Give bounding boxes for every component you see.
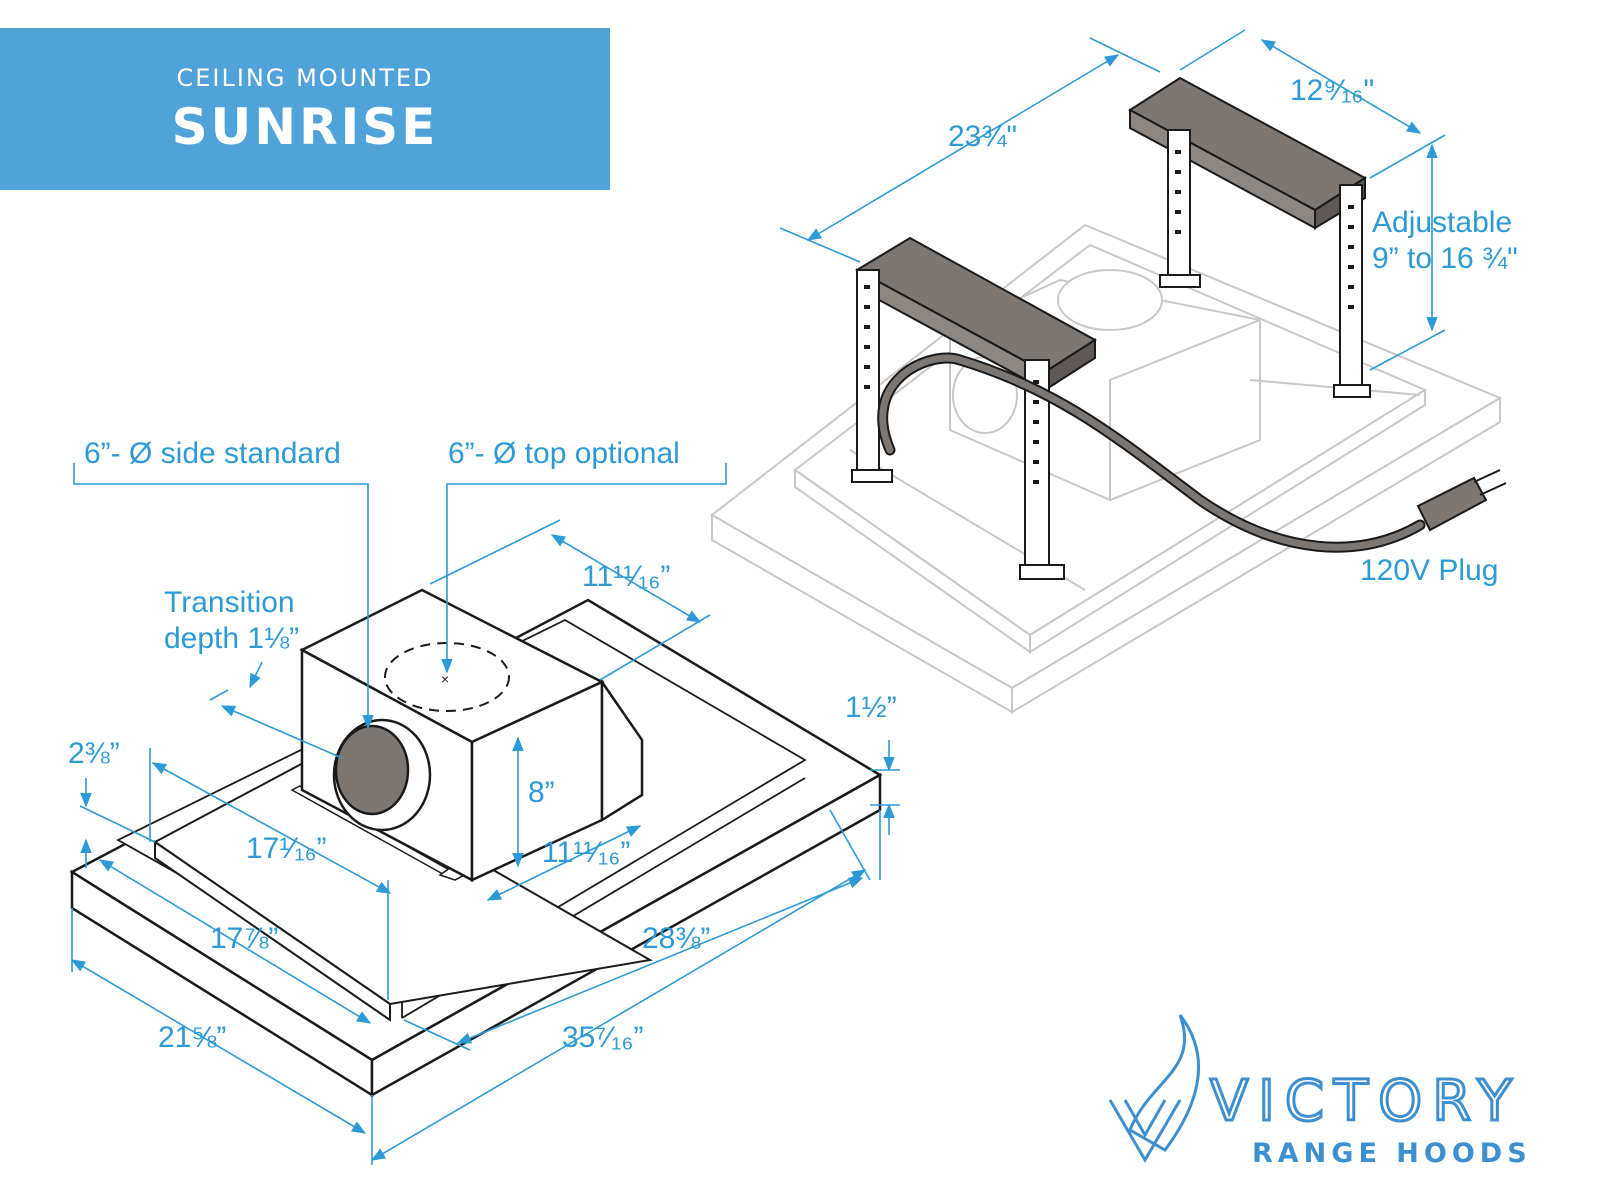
plug-icon [1416,469,1507,532]
side-duct-collar [332,718,432,832]
dim-insert-width: 17¹⁄₁₆” [246,832,327,865]
dim-adjustable-label: Adjustable [1372,206,1512,239]
top-duct-label: 6”- Ø top optional [448,437,680,470]
dim-hood-length: 35⁷⁄₁₆” [562,1021,643,1054]
power-cord [877,352,1426,553]
dim-bracket-width: 12⁹⁄₁₆" [1290,74,1374,107]
title-banner: CEILING MOUNTED SUNRISE [0,28,610,190]
flame-icon [1108,1014,1201,1163]
logo-tagline: RANGE HOODS [1252,1138,1532,1169]
dim-insert-height: 2⅜” [68,737,120,770]
transition-depth: depth 1⅛” [164,622,299,655]
plug-label: 120V Plug [1360,554,1498,587]
dimension-lines [70,29,1446,1165]
dim-blower-depth: 11¹¹⁄₁₆” [542,836,630,869]
dim-liner-width: 17⅞” [210,922,278,955]
banner-title: SUNRISE [171,98,439,156]
dim-blower-width: 11¹¹⁄₁₆” [582,560,670,593]
dim-adjustable-range: 9” to 16 ¾" [1372,242,1518,275]
mounting-bracket-rear [1128,76,1371,398]
dimension-labels: 23¾" 12⁹⁄₁₆" Adjustable 9” to 16 ¾" 120V… [68,74,1518,1054]
side-duct-label: 6”- Ø side standard [84,437,341,470]
mounting-bracket-front [851,236,1097,580]
dim-liner-length: 28⅜” [642,922,710,955]
svg-text:×: × [441,671,449,687]
dim-hood-width: 21⅝” [158,1021,226,1054]
victory-logo: VICTORY RANGE HOODS [1108,1014,1532,1169]
ghost-hood [710,223,1503,714]
logo-brand: VICTORY [1210,1069,1522,1134]
dim-blower-height: 8” [528,776,555,809]
dim-bracket-depth: 23¾" [948,120,1017,153]
bracket-holes [864,150,1354,484]
dim-flange-height: 1½” [845,691,897,724]
transition-label: Transition [164,586,295,619]
banner-subtitle: CEILING MOUNTED [176,64,434,92]
